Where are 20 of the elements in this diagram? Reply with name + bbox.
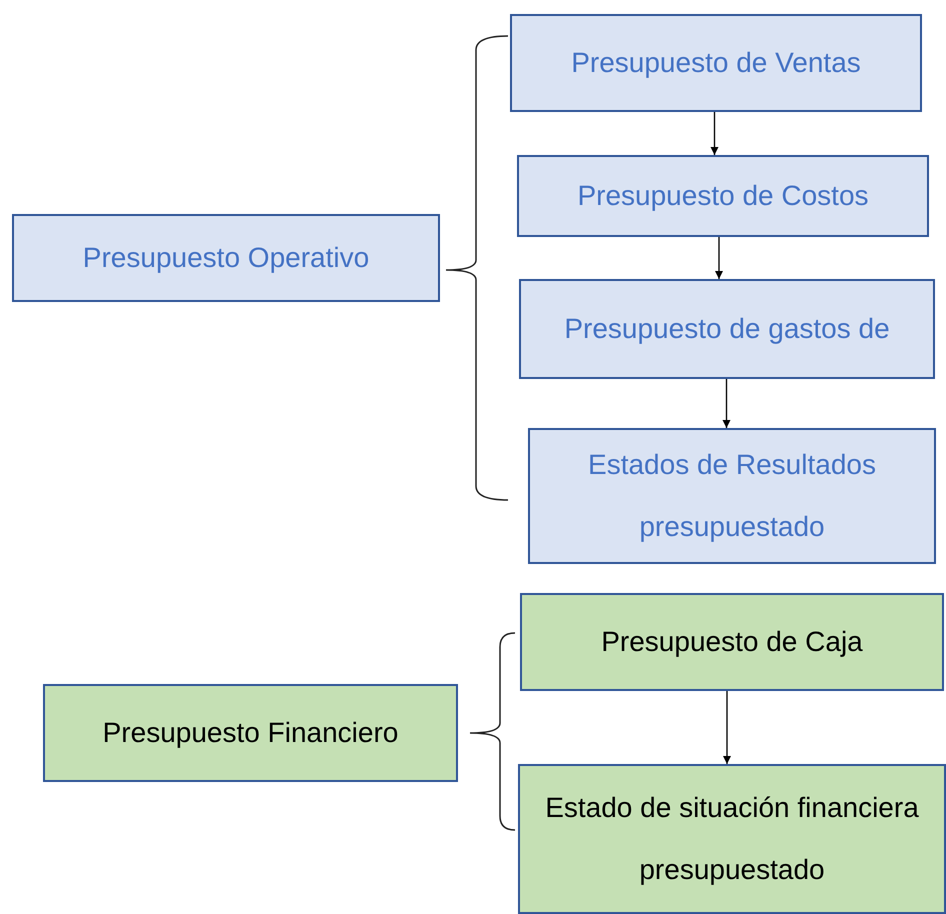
arrow: [710, 112, 718, 155]
arrow: [722, 379, 730, 428]
box-label: Estados de Resultados presupuestado: [587, 448, 877, 544]
process-box: [528, 428, 936, 564]
box-label: Presupuesto de Costos: [577, 179, 869, 213]
box-label: Presupuesto Financiero: [102, 716, 398, 750]
box-label: Presupuesto de gastos de: [564, 312, 890, 346]
process-box: [520, 593, 944, 691]
process-box: [12, 214, 440, 302]
process-box: [510, 14, 922, 112]
box-label: Estado de situación financiera presupuestado: [544, 791, 920, 887]
process-box: [517, 155, 929, 237]
box-label: Presupuesto de Caja: [601, 625, 863, 659]
process-box: [43, 684, 458, 782]
box-label: Presupuesto de Ventas: [571, 46, 861, 80]
process-box: [519, 279, 935, 379]
box-label: Presupuesto Operativo: [82, 241, 370, 275]
process-box: [518, 764, 946, 914]
arrow: [723, 691, 731, 764]
arrow: [715, 237, 723, 279]
